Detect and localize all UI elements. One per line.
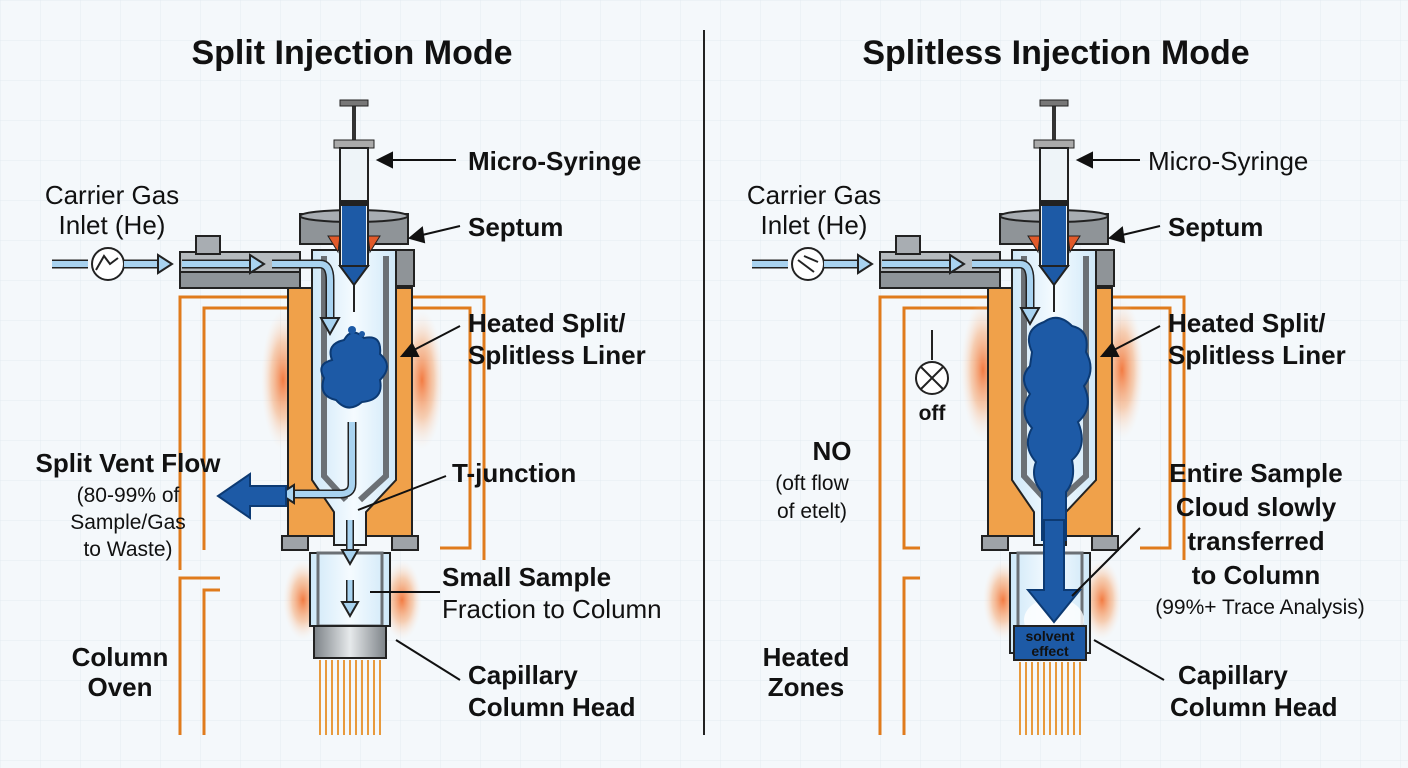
split-vent-label: Sample/Gas [70, 511, 186, 534]
leader-lines [357, 151, 461, 681]
side-fitting [1095, 249, 1115, 287]
liner-wall [1021, 256, 1049, 503]
liner-label: Splitless Liner [1168, 340, 1346, 370]
liner-label: Splitless Liner [468, 340, 646, 370]
flow-meter-icon [91, 247, 125, 281]
split-panel-title: Split Injection Mode [191, 34, 512, 72]
flow-meter-icon [791, 247, 825, 281]
fitting [391, 535, 419, 551]
splitless-panel-title: Splitless Injection Mode [862, 34, 1249, 72]
liner-wall [1057, 256, 1089, 503]
split-panel: Split Injection Mode [36, 34, 662, 735]
fitting [1091, 535, 1119, 551]
liner-wall [357, 256, 389, 503]
carrier-gas-label: Inlet (He) [59, 210, 166, 240]
fitting [981, 535, 1009, 551]
heat-glow [1082, 560, 1122, 640]
small-sample-label: Fraction to Column [442, 594, 662, 624]
heated-zones-label: Heated [763, 642, 850, 672]
column-oven-outline [178, 295, 486, 735]
side-fitting [395, 249, 415, 287]
micro-syringe [333, 99, 375, 312]
capillary-label: Column Head [1170, 692, 1338, 722]
heated-zones-outline [878, 295, 1186, 735]
carrier-gas-label: Inlet (He) [761, 210, 868, 240]
split-vent-arrow [216, 472, 287, 520]
capillary-fibers [1019, 662, 1081, 735]
micro-syringe-label: Micro-Syringe [468, 146, 641, 176]
liner-label: Heated Split/ [1168, 308, 1325, 338]
carrier-gas-label: Carrier Gas [45, 180, 179, 210]
solvent-effect-label: effect [1031, 643, 1069, 659]
carrier-gas-pipe-base [879, 271, 1001, 289]
column-oven-label: Column [72, 642, 169, 672]
sample-cloud [320, 331, 388, 409]
entire-sample-label: to Column [1192, 560, 1321, 590]
split-vent-label: Split Vent Flow [36, 448, 222, 478]
heat-glow [382, 560, 422, 640]
fitting [281, 535, 309, 551]
carrier-gas-pipe-base [179, 271, 301, 289]
splitless-panel: Splitless Injection Mode [747, 34, 1365, 735]
no-flow-label: of etelt) [777, 500, 847, 523]
capillary-column-head [313, 625, 387, 659]
split-vent-label: (80-99% of [77, 484, 180, 507]
heated-zones-label: Zones [768, 672, 845, 702]
entire-sample-label: Cloud slowly [1176, 492, 1337, 522]
capillary-label: Column Head [468, 692, 636, 722]
capillary-fibers [319, 660, 381, 735]
entire-sample-label: Entire Sample [1169, 458, 1342, 488]
inlet-fitting [195, 235, 221, 255]
leader-lines [1071, 151, 1165, 681]
valve-off-label: off [919, 402, 947, 425]
solvent-effect-zone [1013, 625, 1087, 661]
micro-syringe-label: Micro-Syringe [1148, 146, 1308, 176]
micro-syringe [1033, 99, 1075, 312]
septum-label: Septum [1168, 212, 1263, 242]
small-sample-label: Small Sample [442, 562, 611, 592]
split-vent-label: to Waste) [83, 538, 172, 561]
column-oven-label: Oven [87, 672, 152, 702]
no-flow-label: NO [813, 436, 852, 466]
carrier-gas-label: Carrier Gas [747, 180, 881, 210]
capillary-label: Capillary [1178, 660, 1288, 690]
no-flow-label: (oft flow [775, 472, 849, 495]
capillary-label: Capillary [468, 660, 578, 690]
sample-cloud [1023, 316, 1092, 541]
transfer-arrow [1025, 519, 1083, 624]
septum-label: Septum [468, 212, 563, 242]
liner-label: Heated Split/ [468, 308, 625, 338]
entire-sample-label: (99%+ Trace Analysis) [1155, 596, 1365, 619]
inlet-fitting [895, 235, 921, 255]
entire-sample-label: transferred [1187, 526, 1324, 556]
solvent-effect-label: solvent [1025, 628, 1074, 644]
t-junction-label: T-junction [452, 458, 576, 488]
